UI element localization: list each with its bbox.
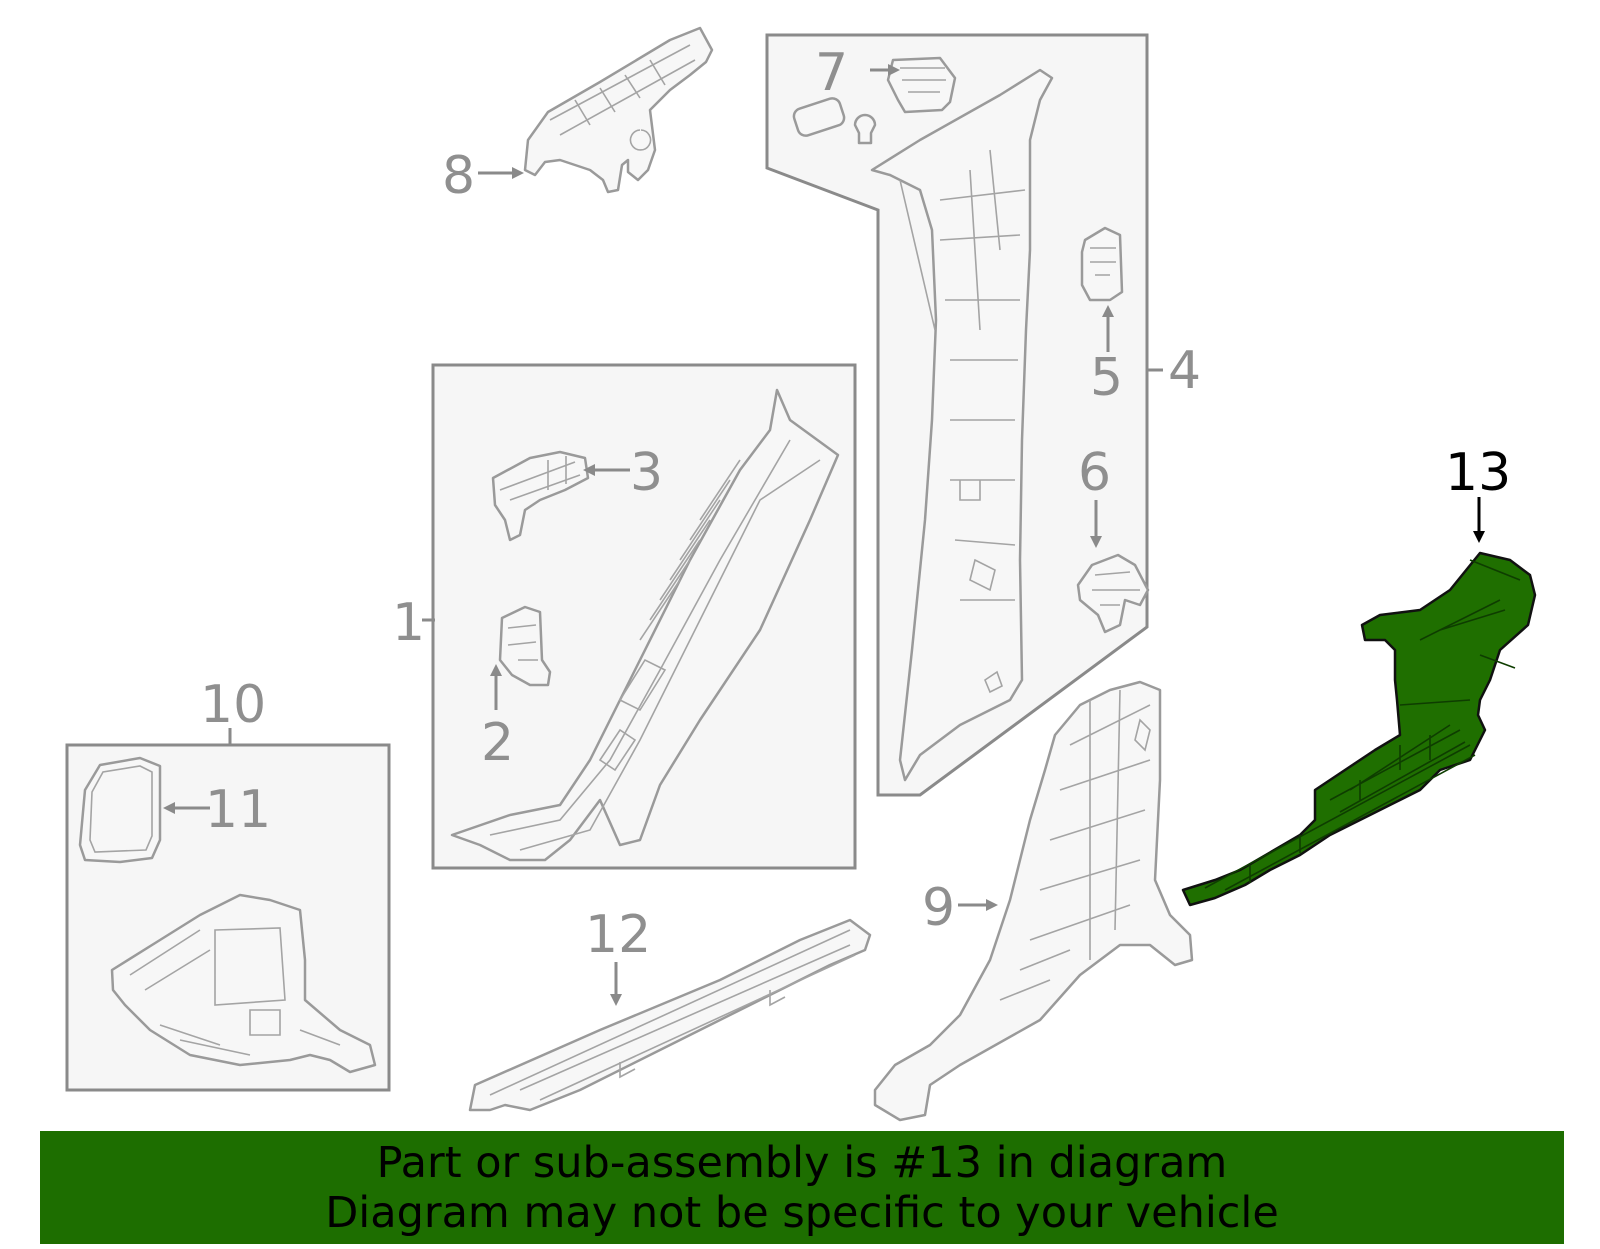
part-3-clip[interactable] [491,450,590,542]
part-1-pillar-trim[interactable] [450,388,840,862]
info-banner: Part or sub-assembly is #13 in diagram D… [40,1131,1564,1244]
leader-lines [163,64,1485,1006]
callout-13: 13 [1445,443,1511,503]
callout-1: 1 [392,593,425,653]
part-6-clip[interactable] [1076,553,1150,634]
callout-9: 9 [922,878,955,938]
part-11-cover[interactable] [78,756,162,864]
callout-8: 8 [442,146,475,206]
banner-line-disclaimer: Diagram may not be specific to your vehi… [325,1187,1279,1238]
part-10-bracket[interactable] [110,893,377,1074]
callout-7: 7 [815,43,848,103]
part-12-sill-plate[interactable] [468,918,872,1112]
callout-10: 10 [200,675,266,735]
callout-4: 4 [1168,341,1201,401]
part-9-lower-trim[interactable] [873,680,1194,1122]
part-2-clip[interactable] [498,605,552,687]
callout-2: 2 [481,713,514,773]
part-8-bracket[interactable] [523,26,714,194]
callout-6: 6 [1078,443,1111,503]
part-5-clip[interactable] [1080,226,1124,302]
banner-line-part: Part or sub-assembly is #13 in diagram [376,1137,1228,1188]
callout-5: 5 [1090,348,1123,408]
part-7-clip[interactable] [792,56,957,145]
part-4-pillar-trim[interactable] [870,68,1054,782]
part-13-highlighted-trim[interactable] [1181,551,1537,907]
callout-12: 12 [585,905,651,965]
callout-11: 11 [205,780,271,840]
callout-3: 3 [630,443,663,503]
